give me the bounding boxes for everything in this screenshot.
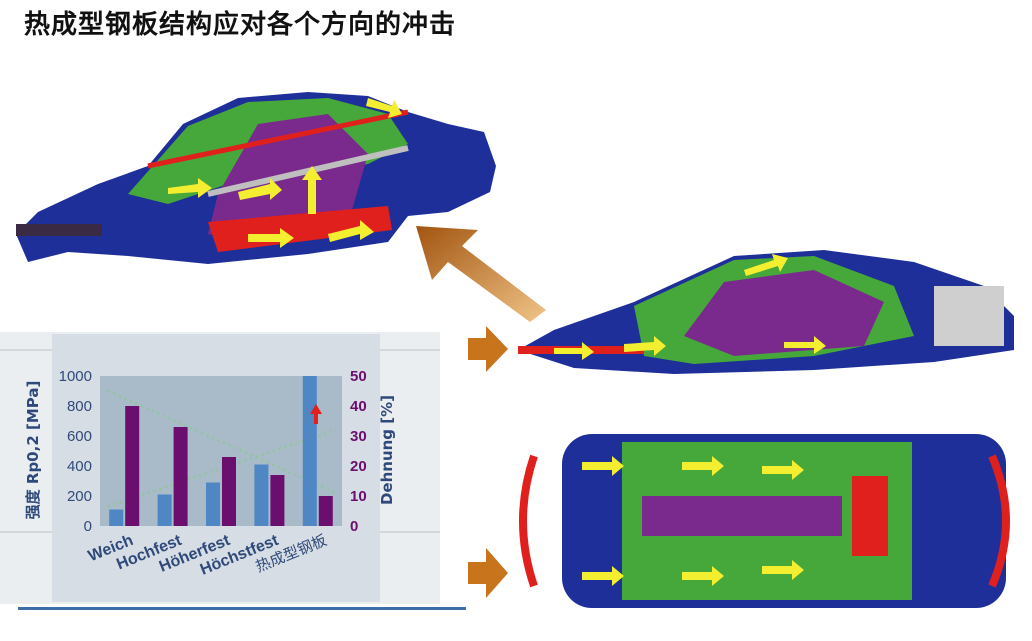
- y-axis-label: 强度 Rp0,2 [MPa]: [24, 381, 42, 520]
- force-arrow-r3: [744, 254, 788, 276]
- impact-arrow-small-2: [468, 548, 508, 598]
- rear-crossmember: [852, 476, 888, 556]
- force-arrow-u6: [762, 560, 804, 580]
- roof-rail: [147, 109, 409, 169]
- tunnel: [642, 496, 842, 536]
- force-arrow-u5: [762, 460, 804, 480]
- impact-arrow-small-1: [468, 326, 508, 372]
- page-title: 热成型钢板结构应对各个方向的冲击: [24, 10, 457, 40]
- beltline-rail: [207, 145, 409, 197]
- y-tick-label: 600: [67, 428, 92, 445]
- y-axis-ticks: 1000 800 600 400 200 0: [59, 368, 92, 535]
- force-arrow-4: [302, 166, 322, 214]
- bar-elongation: [125, 406, 140, 526]
- y2-tick-label: 10: [350, 488, 367, 505]
- force-arrow-3: [248, 228, 294, 248]
- force-arrow-r4: [784, 336, 826, 354]
- bar-strength: [254, 464, 269, 526]
- underbody-top-view: [519, 434, 1010, 608]
- bar-strength: [206, 482, 220, 526]
- bar-elongation: [270, 475, 285, 526]
- force-arrow-u3: [682, 456, 724, 476]
- red-indicator-arrow: [310, 404, 322, 424]
- y2-axis-ticks: 50 40 30 20 10 0: [350, 368, 367, 535]
- bar-elongation: [318, 496, 333, 526]
- car-body-side-view: [16, 92, 496, 264]
- rear-section: [934, 286, 1004, 346]
- y2-tick-label: 30: [350, 428, 367, 445]
- bar-strength: [302, 376, 317, 526]
- bar-elongation: [222, 457, 236, 526]
- force-arrow-u4: [682, 566, 724, 586]
- front-bumper-arc: [519, 454, 538, 588]
- y-tick-label: 0: [84, 518, 92, 535]
- bar-elongation: [173, 427, 188, 526]
- force-arrow-u2: [582, 566, 624, 586]
- door-opening: [684, 270, 884, 356]
- car-side-view-right: [518, 250, 1014, 374]
- y2-tick-label: 0: [350, 518, 358, 535]
- front-bumper-beam: [16, 224, 102, 236]
- force-arrow-r2: [624, 336, 666, 356]
- y-tick-label: 200: [67, 488, 92, 505]
- y2-axis-label: Dehnung [%]: [378, 395, 396, 505]
- bar-strength: [157, 494, 172, 526]
- force-arrow-r1: [554, 342, 594, 360]
- y2-tick-label: 50: [350, 368, 367, 385]
- y-tick-label: 1000: [59, 368, 92, 385]
- y2-tick-label: 40: [350, 398, 367, 415]
- plot-area: [100, 376, 342, 526]
- impact-arrow-diagonal: [416, 226, 546, 322]
- rear-bumper-arc: [988, 454, 1010, 588]
- force-arrow-u1: [582, 456, 624, 476]
- steel-strength-chart: 强度 Rp0,2 [MPa] Dehnung [%] 1000800600400…: [0, 332, 440, 604]
- force-arrow-1: [168, 178, 212, 198]
- force-arrow-5: [328, 220, 374, 242]
- force-arrow-6: [366, 98, 402, 118]
- y-tick-label: 400: [67, 458, 92, 475]
- y-tick-label: 800: [67, 398, 92, 415]
- y2-tick-label: 20: [350, 458, 367, 475]
- force-arrow-2: [238, 178, 282, 200]
- bar-strength: [109, 509, 124, 526]
- bottom-rule: [18, 607, 466, 610]
